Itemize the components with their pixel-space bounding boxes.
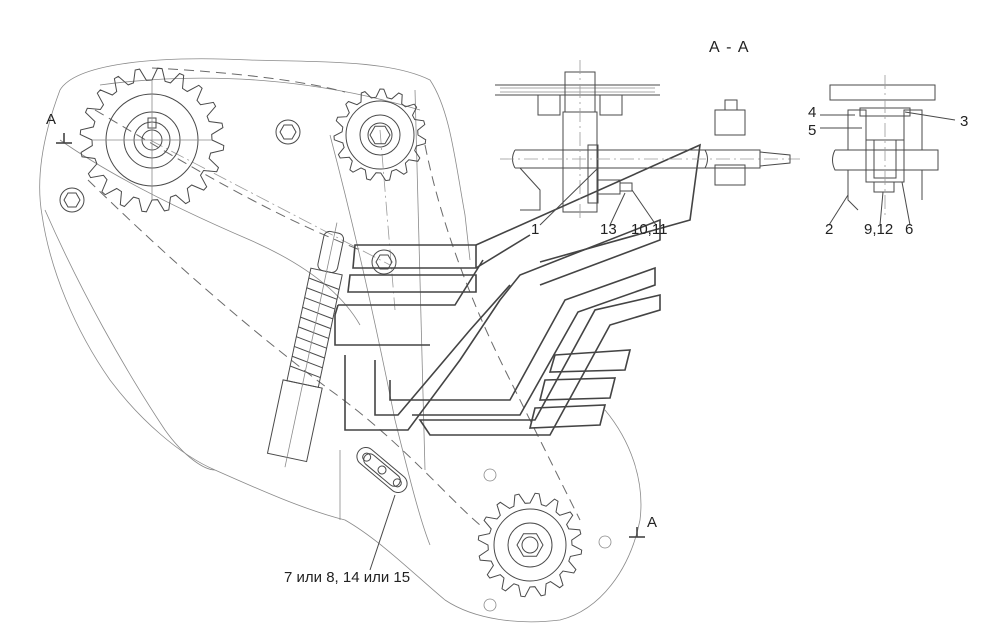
sprocket-top bbox=[79, 67, 225, 213]
chain-path bbox=[87, 67, 581, 526]
callout-1: 1 bbox=[531, 221, 540, 238]
section-mark-right: А bbox=[647, 514, 658, 531]
callout-9-12: 9,12 bbox=[864, 221, 894, 238]
bolt-heads bbox=[59, 119, 612, 612]
tensioner-sprocket bbox=[333, 88, 427, 182]
spring-tensioner bbox=[266, 222, 345, 468]
section-arrows bbox=[56, 133, 645, 538]
callout-13: 13 bbox=[600, 221, 617, 238]
callout-3: 3 bbox=[960, 113, 969, 130]
callout-chain: 7 или 8, 14 или 15 bbox=[284, 569, 411, 586]
callout-4: 4 bbox=[808, 104, 817, 121]
side-section-view bbox=[495, 60, 800, 226]
callout-5: 5 bbox=[808, 122, 817, 139]
section-title: А - А bbox=[709, 39, 750, 56]
callout-2: 2 bbox=[825, 221, 834, 238]
callout-10-11: 10,11 bbox=[631, 221, 668, 238]
section-aa-view bbox=[820, 75, 956, 226]
chain-leader bbox=[369, 494, 396, 571]
housing-outline bbox=[39, 58, 642, 623]
chain-link bbox=[356, 447, 408, 493]
sprocket-bottom bbox=[477, 492, 583, 598]
callout-6: 6 bbox=[905, 221, 914, 238]
watermark-logo bbox=[334, 143, 701, 436]
section-mark-left: А bbox=[46, 111, 57, 128]
